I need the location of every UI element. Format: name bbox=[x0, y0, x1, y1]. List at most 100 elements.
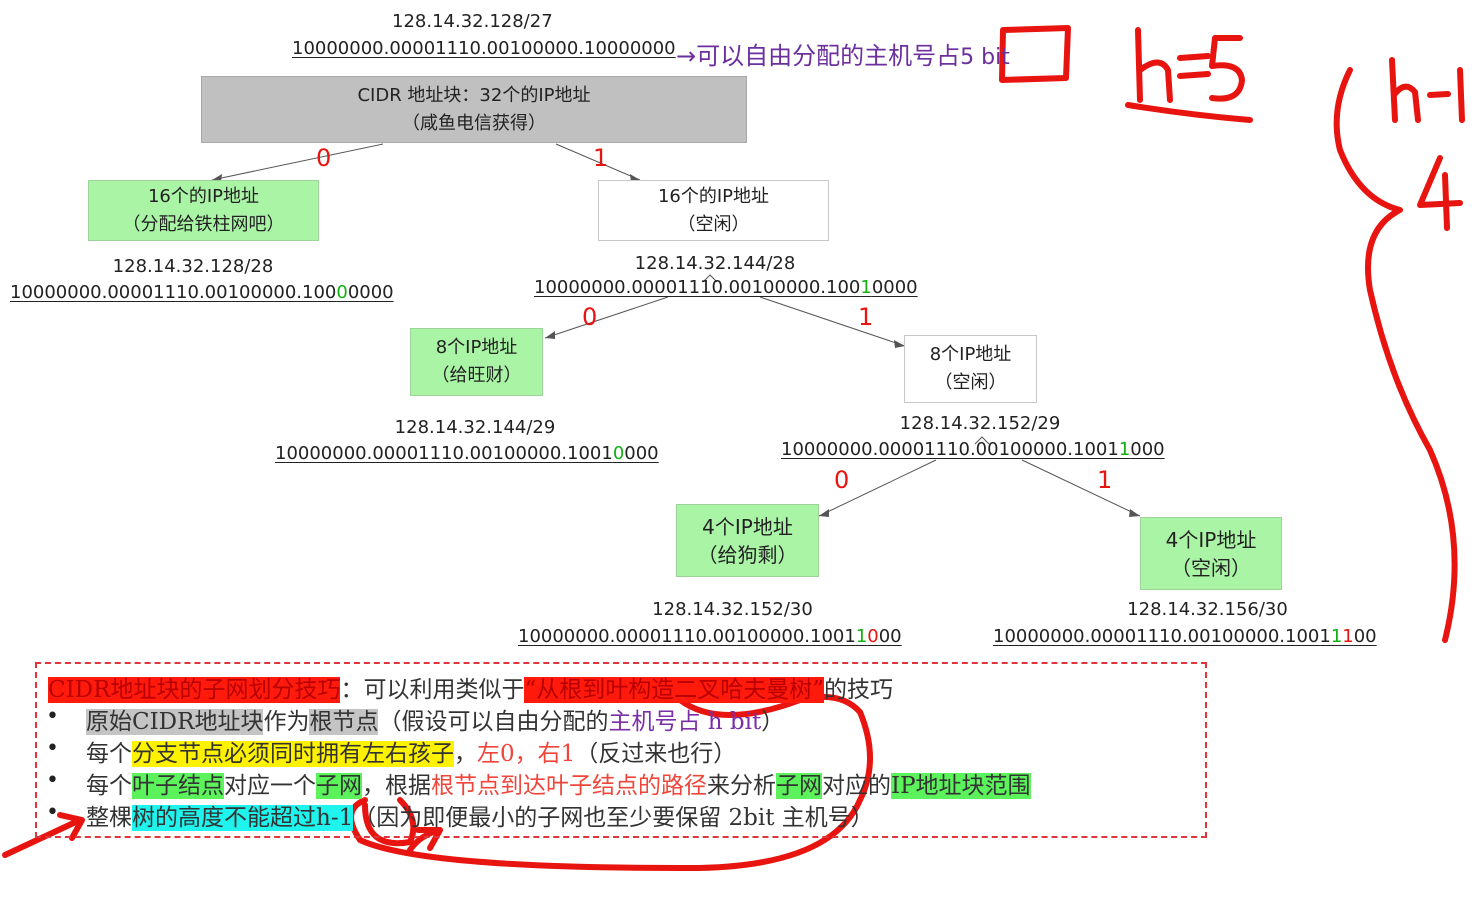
note-hl: 叶子结点 bbox=[132, 773, 224, 799]
bin-part: 10000000.00001110.00100000.1001 bbox=[993, 626, 1331, 647]
left4-line1: 4个IP地址 bbox=[702, 514, 793, 539]
note-hl: CIDR地址块的子网划分技巧 bbox=[48, 677, 341, 703]
top-binary: 10000000.00001110.00100000.10000000 bbox=[292, 38, 676, 59]
bullet: • bbox=[46, 704, 59, 729]
top-note: →可以自由分配的主机号占5 bit bbox=[676, 36, 1010, 71]
edge-label-0: 0 bbox=[834, 466, 850, 494]
note-text: 每个 bbox=[86, 741, 132, 767]
bin-part: 1 bbox=[860, 277, 872, 298]
bin-part: 0 bbox=[867, 626, 879, 647]
note-text: （假设可以自由分配的 bbox=[378, 709, 609, 735]
handwritten-1 bbox=[1457, 67, 1465, 123]
note-text: （因为即便最小的子网也至少要保留 2bit 主机号） bbox=[353, 805, 874, 831]
caret-mark bbox=[702, 274, 718, 283]
bin-part: 1 bbox=[1330, 626, 1343, 647]
edge-r8-right bbox=[1021, 459, 1141, 517]
note-text: 整棵 bbox=[86, 805, 132, 831]
loop-h1 bbox=[362, 797, 417, 847]
edge-label-0: 0 bbox=[316, 144, 332, 172]
note-text: ） bbox=[761, 709, 785, 735]
node-left8: 8个IP地址 （给旺财） bbox=[410, 328, 543, 396]
bin-part: 10000000.00001110.00100000.1001 bbox=[781, 439, 1119, 460]
note-line-2: 原始CIDR地址块作为根节点（假设可以自由分配的主机号占 h bit） bbox=[86, 702, 784, 736]
edge-label-0: 0 bbox=[582, 303, 598, 331]
note-hl: 子网 bbox=[316, 773, 362, 799]
bin-part: 0000 bbox=[347, 282, 394, 303]
note-text: 的技巧 bbox=[823, 677, 893, 703]
note-text: 左0，右1 bbox=[477, 741, 576, 767]
note-text: 对应的 bbox=[822, 773, 891, 799]
note-hl: IP地址块范围 bbox=[891, 773, 1031, 799]
note-hl: 根节点 bbox=[309, 709, 379, 735]
node-right16: 16个的IP地址 （空闲） bbox=[598, 180, 829, 241]
note-text: ， bbox=[454, 741, 477, 767]
left16-line1: 16个的IP地址 bbox=[147, 185, 260, 207]
brace bbox=[1333, 67, 1458, 643]
bin-part: 00 bbox=[878, 626, 902, 647]
left8-binary: 10000000.00001110.00100000.10010000 bbox=[275, 443, 659, 464]
left4-binary: 10000000.00001110.00100000.10011000 bbox=[518, 626, 902, 647]
note-line-5: 整棵树的高度不能超过h-1（因为即便最小的子网也至少要保留 2bit 主机号） bbox=[86, 798, 874, 832]
node-right8: 8个IP地址 （空闲） bbox=[904, 335, 1037, 403]
bin-part: 10000000.00001110.00100000.100 bbox=[10, 282, 337, 303]
note-text: 每个 bbox=[86, 773, 132, 799]
bullet: • bbox=[46, 800, 59, 825]
handwritten-dash bbox=[1427, 91, 1451, 98]
left4-line2: （给狗剩） bbox=[697, 542, 798, 567]
note-hl: 子网 bbox=[776, 773, 822, 799]
bin-part: 1 bbox=[855, 626, 868, 647]
left8-line2: （给旺财） bbox=[431, 365, 522, 386]
note-line-1: CIDR地址块的子网划分技巧：可以利用类似于“从根到叶构造二叉哈夫曼树”的技巧 bbox=[48, 670, 893, 704]
bullet: • bbox=[46, 768, 59, 793]
right8-binary: 10000000.00001110.00100000.10011000 bbox=[781, 439, 1165, 460]
bin-part: 000 bbox=[624, 443, 659, 464]
note-hl: “从根到叶构造二叉哈夫曼树” bbox=[524, 677, 824, 703]
notes-box bbox=[35, 662, 1207, 838]
bin-part: 10000000.00001110.00100000.1001 bbox=[518, 626, 856, 647]
handwritten-eq bbox=[1177, 53, 1211, 79]
bin-part: 000 bbox=[1130, 439, 1165, 460]
note-hl: 原始CIDR地址块 bbox=[86, 709, 264, 735]
right8-line1: 8个IP地址 bbox=[929, 344, 1012, 365]
right8-line2: （空闲） bbox=[934, 372, 1007, 393]
note-text: 根节点到达叶子结点的路径 bbox=[431, 773, 707, 799]
note-hl: h-1 bbox=[316, 805, 354, 831]
left8-line1: 8个IP地址 bbox=[435, 337, 518, 358]
note-line-3: 每个分支节点必须同时拥有左右孩子，左0，右1（反过来也行） bbox=[86, 734, 736, 768]
bin-part: 00 bbox=[1353, 626, 1377, 647]
note-text: ，根据 bbox=[362, 773, 431, 799]
note-text: （反过来也行） bbox=[575, 741, 737, 767]
right16-binary: 10000000.00001110.00100000.10010000 bbox=[534, 277, 918, 298]
right8-ip: 128.14.32.152/29 bbox=[899, 413, 1061, 434]
right16-ip: 128.14.32.144/28 bbox=[634, 253, 796, 274]
note-text: 对应一个 bbox=[224, 773, 316, 799]
note-text: ：可以利用类似于 bbox=[340, 677, 525, 703]
edge-root-left bbox=[211, 143, 384, 181]
note-hl: 树的高度不能超过 bbox=[132, 805, 316, 831]
root-line1: CIDR 地址块：32个的IP地址 bbox=[357, 84, 591, 106]
edge-r8-left bbox=[818, 459, 937, 517]
node-left4: 4个IP地址 （给狗剩） bbox=[676, 504, 819, 577]
edge-r16-left bbox=[544, 296, 669, 339]
right16-line1: 16个的IP地址 bbox=[657, 185, 770, 207]
handwritten-5 bbox=[1209, 35, 1245, 102]
left8-ip: 128.14.32.144/29 bbox=[394, 417, 556, 438]
right4-ip: 128.14.32.156/30 bbox=[1127, 599, 1288, 620]
bin-part: 0 bbox=[336, 282, 348, 303]
node-right4: 4个IP地址 （空闲） bbox=[1140, 517, 1282, 590]
right4-line1: 4个IP地址 bbox=[1165, 527, 1257, 552]
right4-binary: 10000000.00001110.00100000.10011100 bbox=[993, 626, 1377, 647]
bin-part: 1 bbox=[1342, 626, 1354, 647]
edge-root-right bbox=[555, 143, 641, 181]
top-note-prefix: →可以自由分配的主机号占 bbox=[676, 42, 961, 70]
bin-part: 10000000.00001110.00100000.100 bbox=[534, 277, 861, 298]
edge-label-1: 1 bbox=[1097, 466, 1113, 494]
edge-label-1: 1 bbox=[593, 144, 609, 172]
note-text: 主机号占 h bit bbox=[608, 709, 762, 735]
bin-part: 0 bbox=[612, 443, 625, 464]
handwritten-h2 bbox=[1389, 57, 1421, 123]
edge-label-1: 1 bbox=[858, 303, 874, 331]
bin-part: 1 bbox=[1118, 439, 1131, 460]
handwritten-4 bbox=[1417, 155, 1463, 231]
underline-h5 bbox=[1125, 102, 1253, 123]
